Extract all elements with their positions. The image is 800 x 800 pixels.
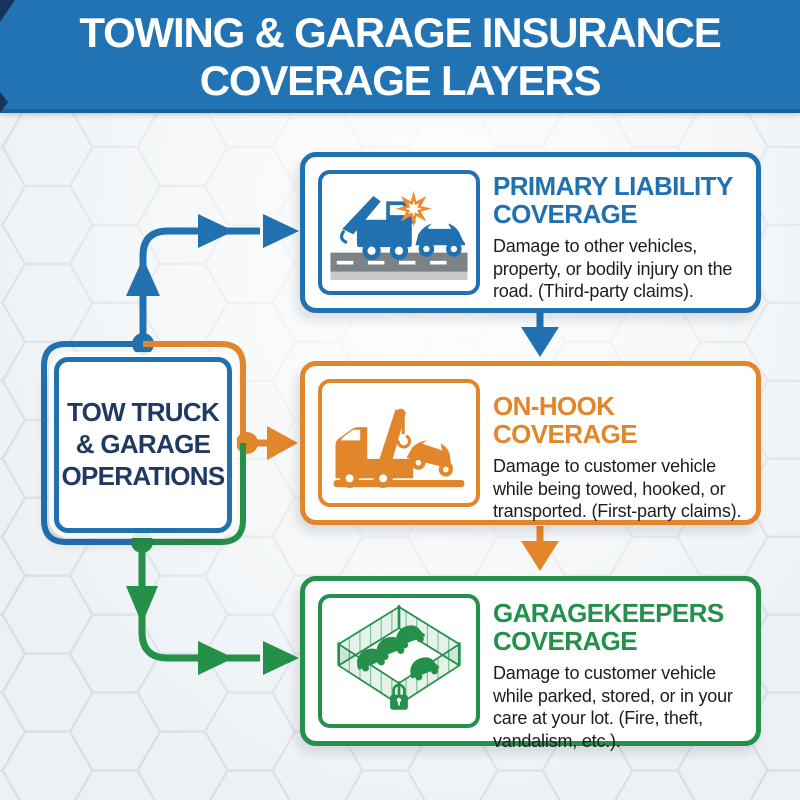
hub-box: TOW TRUCK & GARAGE OPERATIONS (54, 357, 232, 533)
tow-truck-towing-icon (318, 379, 480, 507)
hub-label: TOW TRUCK & GARAGE OPERATIONS (61, 397, 226, 491)
card-title-garagekeepers: GARAGEKEEPERS COVERAGE (493, 598, 724, 656)
card-title-on-hook: ON-HOOK COVERAGE (493, 391, 638, 449)
coverage-card-garagekeepers: GARAGEKEEPERS COVERAGE Damage to custome… (300, 576, 761, 751)
card-description-on-hook: Damage to customer vehicle while being t… (493, 456, 742, 522)
card-description-primary-liability: Damage to other vehicles, property, or b… (493, 236, 733, 302)
parked-cars (357, 625, 440, 681)
padlock (390, 683, 408, 710)
page-title-line2: COVERAGE LAYERS (199, 56, 602, 104)
coverage-card-on-hook: ON-HOOK COVERAGE Damage to customer vehi… (300, 361, 761, 525)
page-title-line1: TOWING & GARAGE INSURANCE (79, 8, 721, 56)
page-title: TOWING & GARAGE INSURANCE COVERAGE LAYER… (79, 8, 721, 105)
card-text: PRIMARY LIABILITY COVERAGE Damage to oth… (493, 171, 747, 303)
card-title-primary-liability: PRIMARY LIABILITY COVERAGE (493, 171, 733, 229)
card-description-garagekeepers: Damage to customer vehicle while parked,… (493, 663, 733, 752)
header: TOWING & GARAGE INSURANCE COVERAGE LAYER… (0, 0, 800, 113)
tow-truck-collision-icon (318, 170, 480, 295)
card-text: ON-HOOK COVERAGE Damage to customer vehi… (493, 391, 747, 523)
fenced-storage-lot-icon (318, 594, 480, 728)
header-corner-accent-top (0, 0, 15, 22)
coverage-card-primary-liability: PRIMARY LIABILITY COVERAGE Damage to oth… (300, 152, 761, 313)
header-corner-accent-left (0, 92, 8, 113)
card-text: GARAGEKEEPERS COVERAGE Damage to custome… (493, 598, 747, 753)
